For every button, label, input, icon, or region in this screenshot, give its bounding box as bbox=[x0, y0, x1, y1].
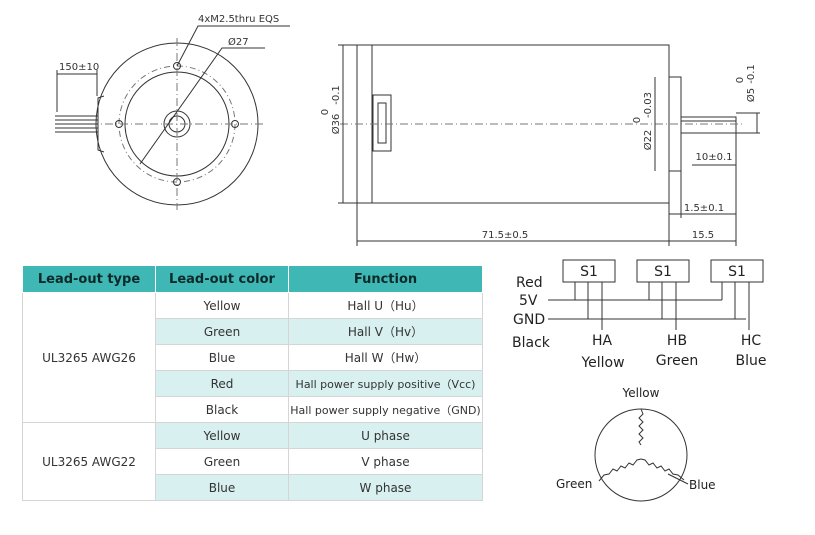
boss-dia-tol-upper: 0 bbox=[632, 117, 643, 123]
black-label: Black bbox=[512, 335, 551, 351]
lead-type-awg26: UL3265 AWG26 bbox=[22, 292, 156, 423]
hall-sensor-3-label: S1 bbox=[728, 264, 746, 280]
ha-label: HA bbox=[592, 333, 613, 349]
connector-block bbox=[372, 94, 392, 152]
lead-type-awg22: UL3265 AWG22 bbox=[22, 422, 156, 501]
function-cell: Hall V（Hv） bbox=[288, 318, 483, 345]
lead-length-label: 150±10 bbox=[59, 62, 99, 73]
winding-lead-right bbox=[667, 473, 689, 485]
function-cell: U phase bbox=[288, 422, 483, 449]
hb-label: HB bbox=[667, 333, 687, 349]
function-cell: Hall power supply negative（GND) bbox=[288, 396, 483, 423]
hole-leader bbox=[176, 25, 290, 67]
bolt-circle-label: Ø27 bbox=[228, 36, 249, 48]
connector-slot bbox=[377, 102, 387, 144]
function-cell: Hall U（Hu） bbox=[288, 292, 483, 319]
shaft-dia-tol-upper: 0 bbox=[735, 77, 746, 83]
red-label: Red bbox=[516, 275, 543, 291]
body-dia-tol-lower: -0.1 bbox=[331, 85, 342, 105]
body-length-label: 71.5±0.5 bbox=[482, 230, 529, 241]
lead-color-cell: Blue bbox=[155, 474, 289, 501]
output-shaft bbox=[680, 116, 737, 134]
flat-length-label: 10±0.1 bbox=[695, 152, 732, 163]
boss-length-label: 1.5±0.1 bbox=[684, 203, 724, 214]
boss-dia-tol-lower: -0.03 bbox=[643, 92, 654, 118]
lead-color-cell: Green bbox=[155, 448, 289, 475]
bolt-circle bbox=[118, 65, 236, 183]
hall-circuit bbox=[548, 259, 764, 330]
hall-sensor-2-label: S1 bbox=[654, 264, 672, 280]
function-cell: W phase bbox=[288, 474, 483, 501]
function-cell: Hall power supply positive（Vcc) bbox=[288, 370, 483, 397]
table-row: UL3265 AWG22 Yellow U phase bbox=[22, 422, 483, 501]
table-row: Green Hall V（Hv） bbox=[23, 318, 483, 345]
winding-top-label: Yellow bbox=[622, 386, 660, 400]
function-cell: V phase bbox=[288, 448, 483, 475]
header-lead-out-color: Lead-out color bbox=[155, 265, 289, 293]
gnd-label: GND bbox=[513, 312, 545, 328]
lead-out-table: Lead-out type Lead-out color Function UL… bbox=[22, 265, 483, 501]
winding-left-label: Green bbox=[556, 477, 592, 491]
lead-color-cell: Green bbox=[155, 318, 289, 345]
winding-right-label: Blue bbox=[689, 478, 716, 492]
table-row: Green V phase bbox=[23, 448, 483, 475]
shaft-dia-label: Ø5 bbox=[745, 88, 757, 102]
lead-color-cell: Black bbox=[155, 396, 289, 423]
vcc-label: 5V bbox=[519, 293, 538, 309]
winding-diagram bbox=[594, 408, 689, 502]
hb-color-label: Green bbox=[656, 353, 698, 369]
body-dia-label: Ø36 bbox=[330, 114, 342, 135]
shaft-dia-tol-lower: -0.1 bbox=[746, 64, 757, 84]
boss-dia-label: Ø22 bbox=[642, 130, 654, 151]
front-view bbox=[55, 25, 290, 210]
table-header-row: Lead-out type Lead-out color Function bbox=[22, 265, 483, 293]
hole-note-label: 4xM2.5thru EQS bbox=[198, 14, 279, 25]
lead-color-cell: Red bbox=[155, 370, 289, 397]
table-row: Blue Hall W（Hw） bbox=[23, 344, 483, 371]
winding-coil-left bbox=[598, 458, 642, 482]
body-dia-tol-upper: 0 bbox=[320, 109, 331, 115]
shaft-length-label: 15.5 bbox=[692, 230, 714, 241]
function-cell: Hall W（Hw） bbox=[288, 344, 483, 371]
table-row: Black Hall power supply negative（GND) bbox=[23, 396, 483, 423]
header-function: Function bbox=[288, 265, 483, 293]
hall-sensor-1 bbox=[562, 259, 616, 283]
bolt-circle-leader bbox=[139, 47, 265, 165]
winding-coil-top bbox=[638, 408, 644, 446]
hall-sensor-3 bbox=[710, 259, 764, 283]
header-lead-out-type: Lead-out type bbox=[22, 265, 156, 293]
ha-color-label: Yellow bbox=[580, 355, 624, 371]
hc-color-label: Blue bbox=[736, 353, 767, 369]
table-row: Blue W phase bbox=[23, 474, 483, 501]
lead-color-cell: Yellow bbox=[155, 422, 289, 449]
hc-label: HC bbox=[741, 333, 762, 349]
lead-color-cell: Blue bbox=[155, 344, 289, 371]
hall-sensor-1-label: S1 bbox=[580, 264, 598, 280]
winding-circle bbox=[594, 408, 688, 502]
hall-sensor-2 bbox=[636, 259, 690, 283]
table-row: UL3265 AWG26 Yellow Hall U（Hu） bbox=[22, 292, 483, 423]
side-view bbox=[338, 44, 760, 246]
lead-color-cell: Yellow bbox=[155, 292, 289, 319]
winding-coil-right bbox=[640, 458, 685, 481]
